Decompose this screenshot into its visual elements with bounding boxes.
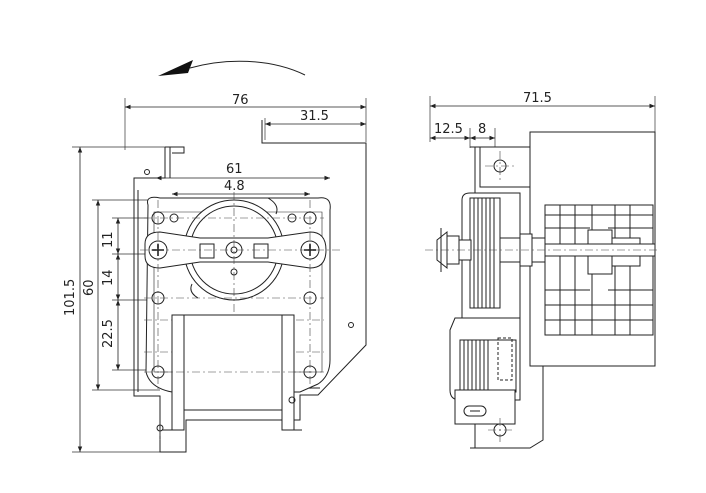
dimension-60-label: 60 [82, 279, 97, 296]
dimension-61-label: 61 [226, 162, 243, 177]
dimension-76: 76 [124, 93, 367, 150]
dimension-14-label: 14 [101, 269, 116, 286]
dimension-76-label: 76 [232, 93, 249, 108]
dimension-31-5-label: 31.5 [300, 109, 329, 124]
dimension-8-label: 8 [478, 122, 486, 137]
dimension-22-5-label: 22.5 [101, 319, 116, 348]
dimension-4-8: 4.8 [172, 179, 310, 197]
side-fan-impeller [544, 204, 654, 336]
side-shaft [425, 228, 660, 272]
dimension-61: 61 [156, 162, 330, 181]
front-coil-bobbin [156, 314, 302, 432]
dimension-71-5: 71.5 [429, 91, 656, 142]
dimension-22-5: 22.5 [101, 300, 160, 371]
dimension-8: 8 [470, 122, 496, 148]
dimension-12-5-label: 12.5 [434, 122, 463, 137]
dimension-4-8-label: 4.8 [224, 179, 245, 194]
front-view: 76 31.5 61 4.8 101.5 60 [63, 93, 367, 453]
front-centre-lines [140, 192, 340, 440]
rotation-direction-arrow-icon [158, 60, 306, 76]
side-view: 71.5 12.5 8 [425, 91, 660, 449]
dimension-101-5-label: 101.5 [63, 279, 78, 316]
dimension-71-5-label: 71.5 [523, 91, 552, 106]
dimension-101-5: 101.5 [63, 146, 186, 453]
side-core-stack [449, 192, 521, 442]
front-cross-bracket [144, 231, 327, 269]
dimension-31-5: 31.5 [264, 109, 366, 140]
dimension-11-label: 11 [101, 231, 116, 248]
dimension-12-5: 12.5 [430, 122, 471, 148]
